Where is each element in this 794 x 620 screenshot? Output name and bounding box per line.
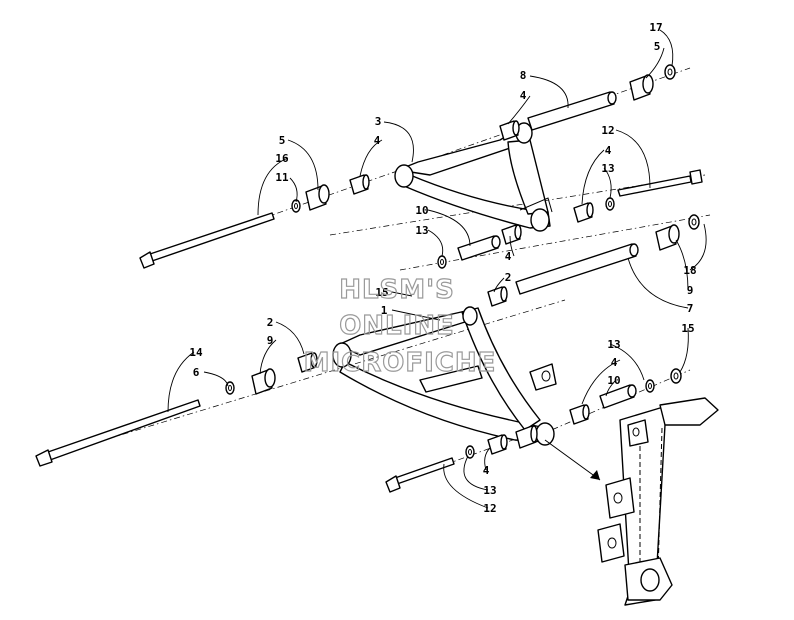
callout-9: 9 [687, 284, 694, 297]
sleeves [457, 91, 639, 409]
callout-5: 5 [654, 40, 661, 53]
callout-14: 14 [189, 346, 203, 359]
callout-13: 13 [483, 484, 496, 497]
leader-lines [167, 29, 707, 509]
callout-9: 9 [267, 334, 274, 347]
upper-a-arm [394, 122, 553, 232]
callout-18: 18 [683, 264, 696, 277]
callout-4: 4 [374, 134, 381, 147]
callout-12: 12 [601, 124, 614, 137]
washers-and-nuts [225, 64, 700, 459]
callout-4: 4 [483, 464, 490, 477]
callout-4: 4 [520, 89, 527, 102]
callout-7: 7 [687, 302, 694, 315]
callout-5: 5 [279, 134, 286, 147]
watermark-line-3: MICROFICHE [304, 348, 497, 378]
callout-3: 3 [375, 115, 382, 128]
callout-1: 1 [381, 304, 388, 317]
watermark-line-1: HLSM'S [339, 275, 455, 305]
callout-4: 4 [605, 144, 612, 157]
callout-15: 15 [375, 286, 388, 299]
callout-13: 13 [415, 224, 428, 237]
callout-10: 10 [607, 374, 620, 387]
flanged-bushings [251, 74, 680, 395]
callout-8: 8 [520, 69, 527, 82]
bushings [297, 120, 594, 455]
bolts [35, 169, 703, 493]
watermark-line-2: ONLINE [339, 311, 455, 341]
callout-12: 12 [483, 502, 496, 515]
callout-15: 15 [681, 322, 694, 335]
callout-13: 13 [601, 162, 614, 175]
callout-6: 6 [193, 366, 200, 379]
callout-13: 13 [607, 338, 620, 351]
callout-11: 11 [275, 171, 289, 184]
spindle-knuckle [544, 397, 719, 606]
callout-2: 2 [267, 316, 274, 329]
watermark: HLSM'S ONLINE MICROFICHE [303, 274, 497, 378]
callout-17: 17 [649, 21, 662, 34]
callout-numbers: 17 5 8 4 3 4 5 16 11 12 4 13 10 13 4 18 … [189, 21, 696, 515]
callout-4: 4 [505, 250, 512, 263]
callout-10: 10 [415, 204, 428, 217]
callout-16: 16 [275, 152, 289, 165]
callout-2: 2 [505, 271, 512, 284]
callout-4: 4 [611, 356, 618, 369]
